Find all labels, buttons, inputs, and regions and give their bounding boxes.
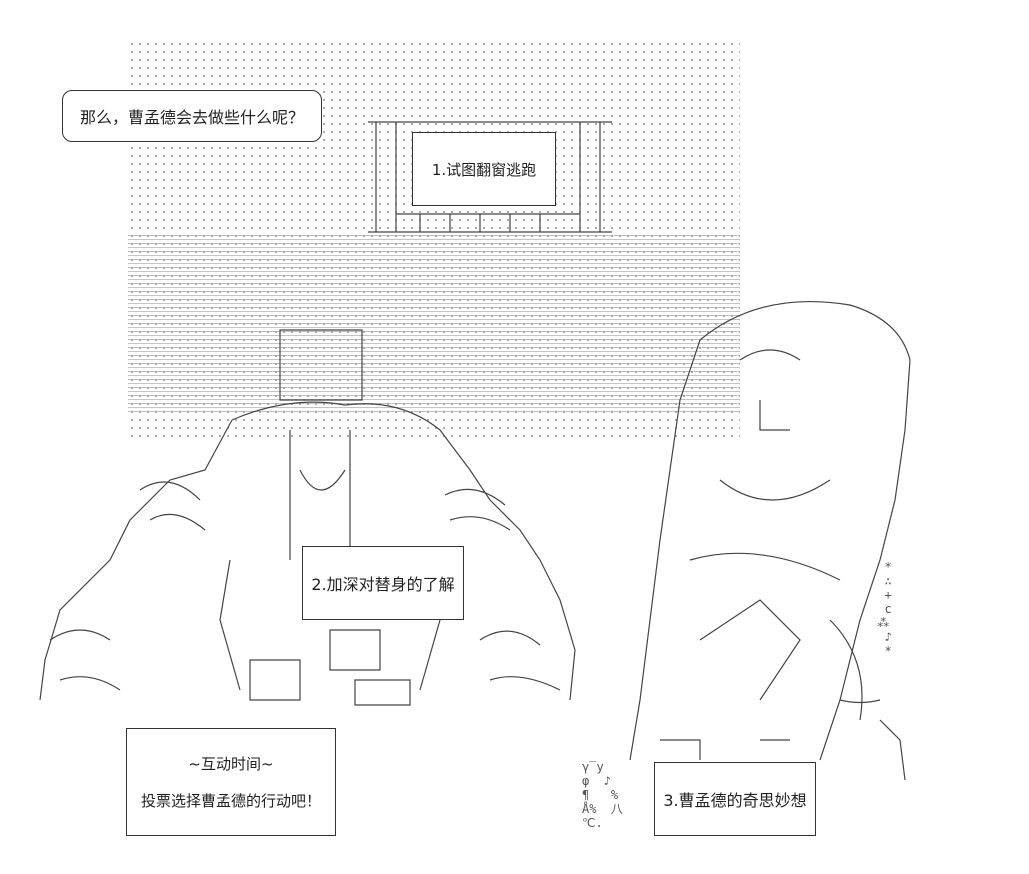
interaction-box: ~互动时间~ 投票选择曹孟德的行动吧！ [126, 728, 336, 836]
interaction-prompt: 投票选择曹孟德的行动吧！ [140, 792, 321, 810]
left-figure-art [39, 329, 576, 706]
ascii-decoration-bottom-left: γ‾y φ ♪ ¶ % Å% 八 ℃. [582, 760, 623, 830]
option-3-box[interactable]: 3.曹孟德的奇思妙想 [654, 762, 816, 836]
option-3-label: 3.曹孟德的奇思妙想 [663, 791, 807, 810]
speech-bubble: 那么，曹孟德会去做些什么呢？ [62, 90, 322, 142]
interaction-title: ~互动时间~ [188, 755, 274, 773]
window-frame-art [368, 121, 612, 233]
option-2-label: 2.加深对替身的了解 [311, 575, 455, 594]
right-figure-art [629, 300, 911, 781]
ascii-decoration-right: * ∴ + c ⁂ ♪ * [877, 560, 892, 658]
speech-text: 那么，曹孟德会去做些什么呢？ [79, 108, 304, 127]
option-1-frame[interactable]: 1.试图翻窗逃跑 [398, 124, 580, 212]
option-2-box[interactable]: 2.加深对替身的了解 [302, 546, 464, 620]
option-1-box[interactable]: 1.试图翻窗逃跑 [412, 132, 556, 206]
option-1-label: 1.试图翻窗逃跑 [431, 160, 537, 179]
line-tone-background [128, 235, 740, 415]
